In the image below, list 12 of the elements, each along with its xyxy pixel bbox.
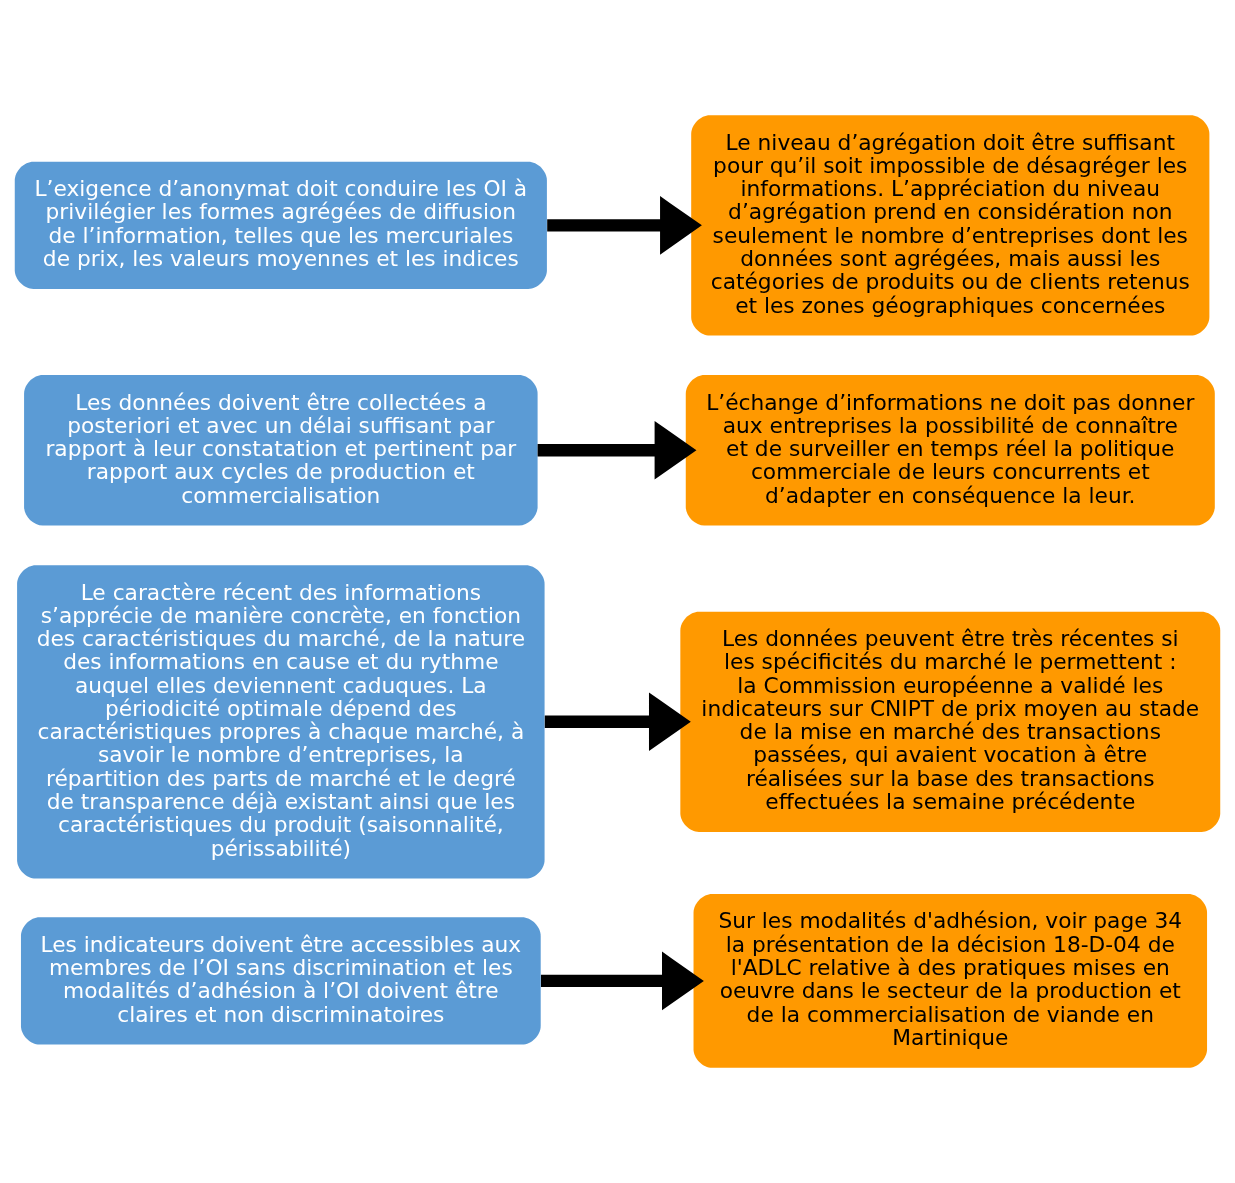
node-box: Les données peuvent être très récentes si les spécificités du marché le permettent : la Commission européenne a validé les indicateurs sur CNIPT de prix moyen au stade de la mise en marché des transactions passées, qui avaient vocation à être réalisées sur la base des transactions effectuées la semaine précédente [680, 611, 1221, 832]
arrow [537, 421, 697, 480]
arrow [544, 692, 691, 752]
node-box: Les indicateurs doivent être accessibles aux membres de l’OI sans discrimination et les modalités d’adhésion à l’OI doivent être claires et non discriminatoires [20, 917, 541, 1045]
node-box: Sur les modalités d'adhésion, voir page 34 la présentation de la décision 18-D-04 de l'ADLC relative à des pratiques mises en oeuvre dans le secteur de la production et de la commercialisation de viande en Martinique [693, 894, 1208, 1068]
arrow [547, 196, 702, 255]
node-box: L’échange d’informations ne doit pas donner aux entreprises la possibilité de connaître et de surveiller en temps réel la politique commerciale de leurs concurrents et d’adapter en conséquence la leur. [685, 375, 1215, 526]
arrow [540, 951, 704, 1011]
node-box: L’exigence d’anonymat doit conduire les OI à privilégier les formes agrégées de diffusion de l’information, telles que les mercuriales de prix, les valeurs moyennes et les indices [14, 161, 547, 289]
node-box: Les données doivent être collectées a posteriori et avec un délai suffisant par rapport à leur constatation et pertinent par rapport aux cycles de production et commercialisation [24, 375, 538, 526]
node-box: Le niveau d’agrégation doit être suffisant pour qu’il soit impossible de désagréger les informations. L’appréciation du niveau d’agrégation prend en considération non seulement le nombre d’entreprises dont les données sont agrégées, mais aussi les catégories de produits ou de clients retenus et les zones géographiques concernées [691, 115, 1210, 336]
node-box: Le caractère récent des informations s’apprécie de manière concrète, en fonction des caractéristiques du marché, de la nature des informations en cause et du rythme auquel elles deviennent caduques. La périodicité optimale dépend des caractéristiques propres à chaque marché, à savoir le nombre d’entreprises, la répartition des parts de marché et le degré de transparence déjà existant ainsi que les caractéristiques du produit (saisonnalité, périssabilité) [17, 565, 545, 879]
